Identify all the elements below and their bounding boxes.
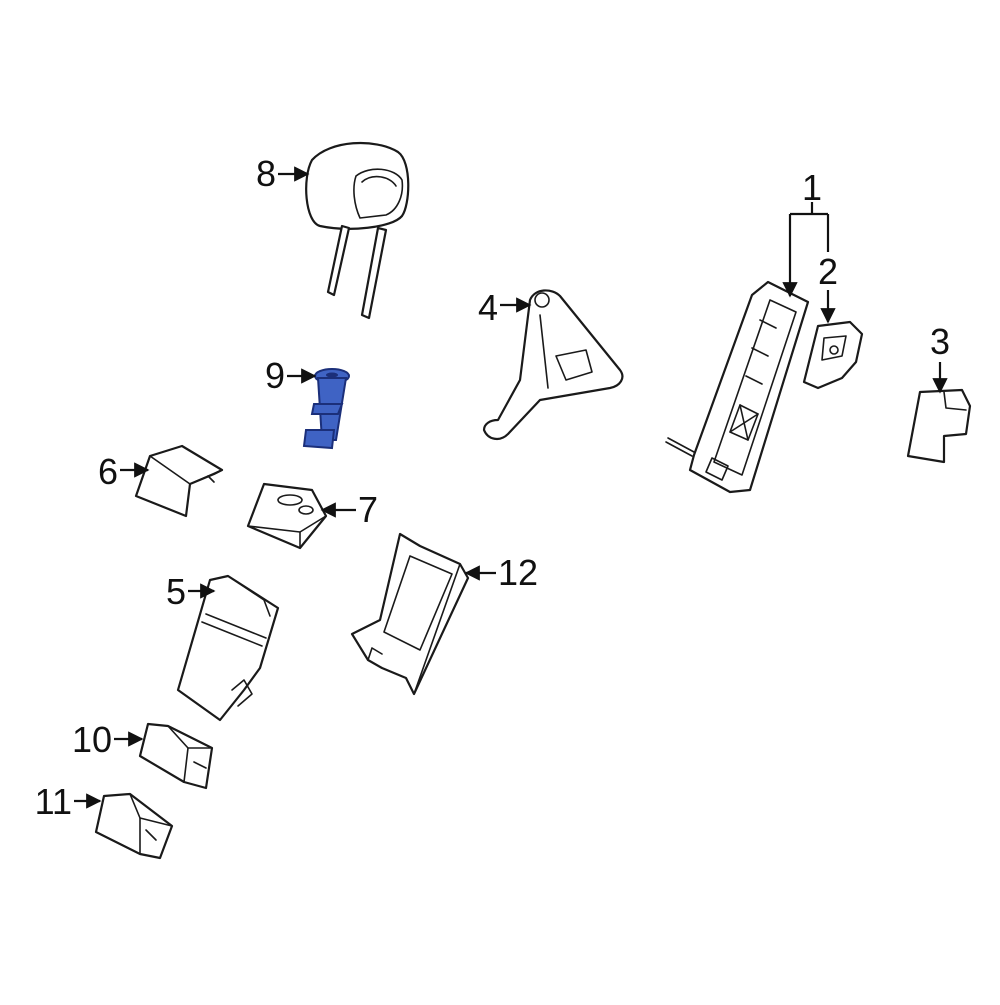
- part-7-guide-cover[interactable]: [246, 482, 328, 550]
- part-11-trim[interactable]: [94, 792, 174, 860]
- callout-7: 7: [358, 489, 378, 530]
- callout-8: 8: [256, 153, 276, 194]
- callout-5: 5: [166, 571, 186, 612]
- callout-11: 11: [35, 781, 72, 822]
- part-9-headrest-guide[interactable]: [302, 368, 350, 450]
- part-6-cover[interactable]: [134, 444, 224, 518]
- callout-12: 12: [498, 552, 538, 593]
- callout-3: 3: [930, 321, 950, 362]
- callout-6: 6: [98, 451, 118, 492]
- part-10-trim[interactable]: [138, 722, 214, 790]
- part-12-panel[interactable]: [350, 532, 470, 696]
- callout-1: 1: [802, 167, 822, 208]
- part-8-headrest[interactable]: [305, 141, 410, 320]
- callout-10: 10: [72, 719, 112, 760]
- part-1-frame-assembly[interactable]: [665, 280, 810, 494]
- part-3-cover[interactable]: [906, 388, 972, 464]
- callout-4: 4: [478, 287, 498, 328]
- part-2-latch[interactable]: [802, 320, 864, 390]
- callout-9: 9: [265, 355, 285, 396]
- callout-2: 2: [818, 251, 838, 292]
- part-5-cover[interactable]: [176, 574, 280, 722]
- part-4-bracket[interactable]: [482, 289, 624, 440]
